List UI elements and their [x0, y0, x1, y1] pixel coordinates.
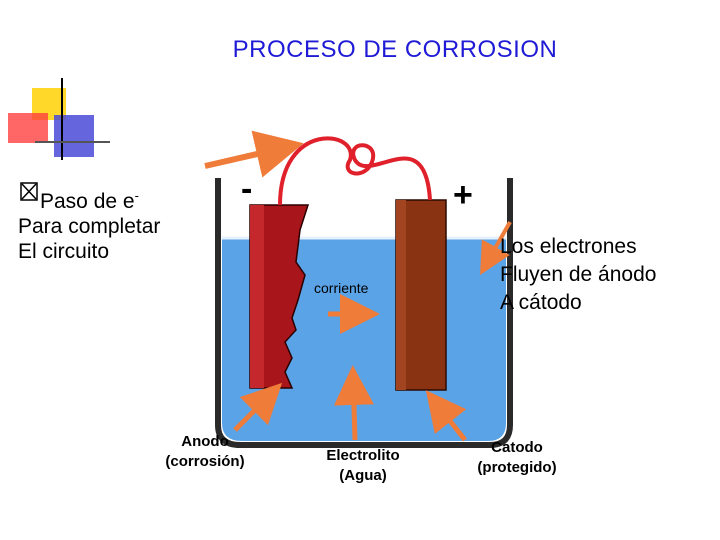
anode-label: Anodo (corrosión) — [165, 433, 245, 470]
anode-pointer-arrow — [233, 382, 283, 432]
flow-note-line1: Los electrones — [500, 235, 637, 258]
decor-squares-icon — [8, 78, 110, 160]
checkbox-bullet-icon — [20, 182, 38, 201]
circuit-note-line1: Paso de e — [40, 190, 135, 213]
current-label: corriente — [314, 280, 369, 296]
electron-flow-arrow — [204, 130, 304, 178]
plus-sign: + — [453, 176, 473, 214]
electron-sup: - — [134, 188, 139, 203]
anode-electrode — [249, 204, 310, 389]
flow-note-line2: Fluyen de ánodo — [500, 263, 657, 286]
electrolyte-label: Electrolito (Agua) — [326, 447, 400, 484]
cathode-label: Catodo (protegido) — [477, 439, 557, 476]
beaker — [215, 178, 513, 448]
circuit-note-line2: Para completar — [18, 215, 161, 238]
flow-note-arrow — [480, 221, 512, 275]
electron-flow-note: Los electrones Fluyen de ánodo A cátodo — [500, 233, 656, 317]
external-wire — [278, 136, 432, 206]
page-title: PROCESO DE CORROSION — [232, 36, 558, 63]
circuit-note: Paso de e- Para completar El circuito — [18, 183, 160, 264]
flow-note-line3: A cátodo — [500, 291, 582, 314]
cathode-pointer-arrow — [425, 390, 467, 442]
electrolyte-pointer-arrow — [333, 365, 374, 441]
circuit-note-line3: El circuito — [18, 240, 110, 263]
minus-sign: - — [241, 170, 253, 208]
